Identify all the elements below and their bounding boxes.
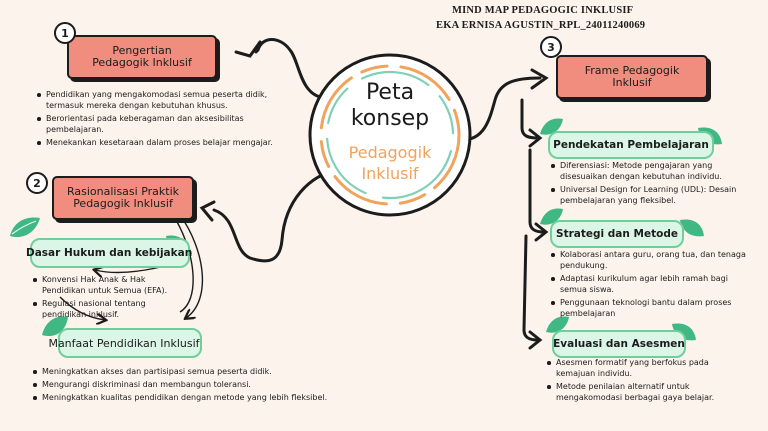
branch2-sub2-pill: Manfaat Pendidikan Inklusif: [48, 328, 202, 358]
branch3-sub2-label: Strategi dan Metode: [556, 228, 678, 240]
connector-branch2: [212, 168, 340, 263]
branch3-sub2-bullet-list: Kolaborasi antara guru, orang tua, dan t…: [548, 249, 748, 321]
leaf-decoration: [672, 323, 696, 341]
branch2-number-badge: 2: [26, 172, 48, 194]
center-subtitle-line1: Pedagogik: [348, 143, 432, 162]
center-title-line1: Peta: [365, 80, 415, 105]
branch1-title-line2: Pedagogik Inklusif: [92, 56, 192, 69]
center-subtitle-line2: Inklusif: [361, 164, 419, 183]
branch3-sub1-pill: Pendekatan Pembelajaran: [548, 131, 714, 159]
branch3-sub1-label: Pendekatan Pembelajaran: [553, 139, 709, 151]
branch3-sub2-bullet: Penggunaan teknologi bantu dalam proses …: [548, 297, 748, 319]
branch2-sub1-label: Dasar Hukum dan kebijakan: [26, 247, 193, 259]
branch3-number-badge: 3: [540, 36, 562, 58]
leaf-decoration: [540, 208, 563, 225]
leaf-decoration: [680, 219, 704, 237]
connector-branch1: [254, 38, 329, 100]
branch2-card: Rasionalisasi Praktik Pedagogik Inklusif: [52, 176, 194, 220]
branch2-title-line1: Rasionalisasi Praktik: [66, 185, 180, 198]
leaf-decoration: [546, 316, 569, 333]
branch1-bullet: Pendidikan yang mengakomodasi semua pese…: [34, 89, 288, 111]
branch2-sub1-bullet-list: Konvensi Hak Anak & Hak Pendidikan untuk…: [30, 274, 180, 322]
header-author: EKA ERNISA AGUSTIN_RPL_24011240069: [436, 20, 646, 31]
leaf-decoration: [42, 316, 68, 337]
branch2-sub1-bullet: Regulasi nasional tentang pendidikan ink…: [30, 298, 180, 320]
branch3-sub2-bullet: Kolaborasi antara guru, orang tua, dan t…: [548, 249, 748, 271]
branch3-title-line1: Frame Pedagogik: [584, 64, 680, 77]
branch3-sub3-bullet: Metode penilaian alternatif untuk mengak…: [544, 381, 740, 403]
branch3-title-line2: Inklusif: [612, 76, 652, 89]
branch3-sub3-pill: Evaluasi dan Asesmen: [552, 330, 686, 358]
branch2-sub2-bullet: Mengurangi diskriminasi dan membangun to…: [30, 379, 370, 390]
center-circle: [308, 53, 472, 217]
branch1-bullet: Berorientasi pada keberagaman dan aksesi…: [34, 113, 288, 135]
branch3-sub2-pill: Strategi dan Metode: [550, 220, 684, 248]
leaf-decoration: [10, 217, 40, 238]
branch3-sub3-bullet: Asesmen formatif yang berfokus pada kema…: [544, 357, 740, 379]
branch3-sub1-bullet: Diferensiasi: Metode pengajaran yang dis…: [548, 160, 748, 182]
branch1-title-line1: Pengertian: [112, 44, 172, 57]
branch1-bullet-list: Pendidikan yang mengakomodasi semua pese…: [34, 89, 288, 150]
branch1-bullet: Menekankan kesetaraan dalam proses belaj…: [34, 137, 288, 148]
branch3-sub2-bullet: Adaptasi kurikulum agar lebih ramah bagi…: [548, 273, 748, 295]
branch3-sub1-bullet-list: Diferensiasi: Metode pengajaran yang dis…: [548, 160, 748, 208]
center-title-line2: konsep: [350, 106, 430, 131]
branch3-sub3-label: Evaluasi dan Asesmen: [553, 338, 685, 350]
branch2-sub2-bullet-list: Meningkatkan akses dan partisipasi semua…: [30, 366, 370, 405]
branch1-card: Pengertian Pedagogik Inklusif: [67, 35, 217, 79]
branch3-sub1-bullet: Universal Design for Learning (UDL): Des…: [548, 184, 748, 206]
header-title: MIND MAP PEDAGOGIC INKLUSIF: [452, 5, 634, 16]
leaf-decoration: [540, 118, 563, 135]
branch2-sub1-pill: Dasar Hukum dan kebijakan: [26, 238, 192, 268]
connector-branch3: [460, 76, 542, 142]
branch3-sub3-bullet-list: Asesmen formatif yang berfokus pada kema…: [544, 357, 740, 405]
branch1-number-badge: 1: [54, 22, 76, 44]
branch2-title-line2: Pedagogik Inklusif: [73, 197, 173, 210]
branch2-sub2-bullet: Meningkatkan akses dan partisipasi semua…: [30, 366, 370, 377]
branch2-sub1-bullet: Konvensi Hak Anak & Hak Pendidikan untuk…: [30, 274, 180, 296]
branch3-card: Frame Pedagogik Inklusif: [556, 55, 708, 99]
branch2-sub2-bullet: Meningkatkan kualitas pendidikan dengan …: [30, 392, 370, 403]
branch2-sub2-label: Manfaat Pendidikan Inklusif: [48, 336, 200, 350]
